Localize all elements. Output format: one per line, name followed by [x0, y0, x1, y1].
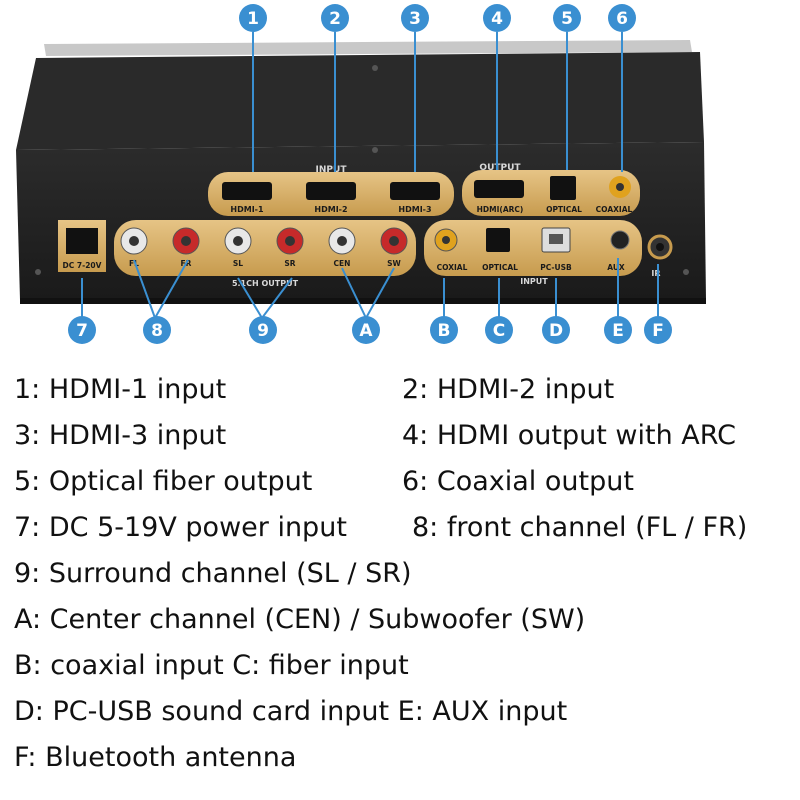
svg-text:6: 6: [616, 9, 628, 29]
svg-text:F: F: [652, 321, 664, 341]
device-diagram: INPUT HDMI-1 HDMI-2 HDMI-3 OUTPUT HDMI(A…: [16, 4, 706, 344]
coaxial-out-label: COAXIAL: [596, 205, 633, 214]
legend-item-5: 5: Optical fiber output: [14, 466, 313, 497]
legend-row-8: D: PC-USB sound card input E: AUX input: [14, 696, 800, 736]
legend-item-1: 1: HDMI-1 input: [14, 374, 227, 405]
svg-text:4: 4: [491, 9, 503, 29]
coaxial-in-port: [434, 228, 458, 252]
callout-7: 7: [68, 316, 96, 344]
output-panel: OUTPUT HDMI(ARC) OPTICAL COAXIAL: [462, 163, 640, 216]
aux-port: [610, 230, 630, 250]
svg-text:9: 9: [257, 321, 269, 341]
hdmi-2-label: HDMI-2: [314, 205, 347, 214]
callout-4: 4: [483, 4, 511, 32]
callout-6: 6: [608, 4, 636, 32]
legend-row-5: 9: Surround channel (SL / SR): [14, 558, 800, 598]
cen-label: CEN: [334, 259, 351, 268]
ir-label: IR: [651, 269, 660, 278]
callout-d: D: [542, 316, 570, 344]
callout-2: 2: [321, 4, 349, 32]
legend-row-2: 3: HDMI-3 input 4: HDMI output with ARC: [14, 420, 800, 460]
callouts-top: 1 2 3 4 5 6: [239, 4, 636, 32]
legend-item-b: B: coaxial input C: fiber input: [14, 650, 409, 681]
callout-c: C: [485, 316, 513, 344]
legend-item-a: A: Center channel (CEN) / Subwoofer (SW): [14, 604, 586, 635]
callout-1: 1: [239, 4, 267, 32]
svg-text:3: 3: [409, 9, 421, 29]
coxial-in-label: COXIAL: [437, 263, 468, 272]
legend-row-6: A: Center channel (CEN) / Subwoofer (SW): [14, 604, 800, 644]
analog-output-panel: FL FR SL SR CEN SW 5.1CH OUTPUT: [114, 220, 416, 288]
callout-lines: [81, 32, 659, 321]
callout-a: A: [352, 316, 380, 344]
rca-cen: [328, 227, 356, 255]
output-51-label: 5.1CH OUTPUT: [232, 279, 299, 288]
legend-item-8: 8: front channel (FL / FR): [412, 512, 748, 543]
sl-label: SL: [233, 259, 243, 268]
input-title: INPUT: [316, 165, 348, 175]
svg-text:B: B: [438, 321, 451, 341]
pcusb-label: PC-USB: [540, 263, 572, 272]
fl-label: FL: [129, 259, 139, 268]
hdmi-1-label: HDMI-1: [230, 205, 264, 214]
callout-9: 9: [249, 316, 277, 344]
legend-item-3: 3: HDMI-3 input: [14, 420, 227, 451]
hdmi-2-port: [306, 182, 356, 200]
dc-label: DC 7-20V: [63, 261, 102, 270]
hdmi-arc-label: HDMI(ARC): [477, 205, 524, 214]
optical-in-port: [486, 228, 510, 252]
rca-sl: [224, 227, 252, 255]
hdmi-1-port: [222, 182, 272, 200]
hdmi-3-port: [390, 182, 440, 200]
output-title: OUTPUT: [479, 163, 521, 173]
legend-row-3: 5: Optical fiber output 6: Coaxial outpu…: [14, 466, 800, 506]
dc-panel: DC 7-20V: [58, 220, 106, 272]
callout-f: F: [644, 316, 672, 344]
aux-label: AUX: [607, 263, 625, 272]
rca-fr: [172, 227, 200, 255]
optical-in-label: OPTICAL: [482, 263, 518, 272]
lower-input-panel: COXIAL OPTICAL PC-USB AUX INPUT: [424, 220, 642, 286]
legend-item-6: 6: Coaxial output: [402, 466, 634, 497]
legend-item-2: 2: HDMI-2 input: [402, 374, 615, 405]
ir-antenna: IR: [647, 234, 673, 278]
svg-text:5: 5: [561, 9, 573, 29]
dc-jack: [66, 228, 98, 254]
optical-out-label: OPTICAL: [546, 205, 582, 214]
legend-item-7: 7: DC 5-19V power input: [14, 512, 347, 543]
svg-text:1: 1: [247, 9, 259, 29]
svg-text:C: C: [493, 321, 505, 341]
svg-text:A: A: [359, 321, 373, 341]
svg-text:D: D: [549, 321, 563, 341]
legend-row-7: B: coaxial input C: fiber input: [14, 650, 800, 690]
callouts-bottom: 7 8 9 A B C D E F: [68, 316, 672, 344]
sw-label: SW: [387, 259, 401, 268]
callout-8: 8: [143, 316, 171, 344]
svg-text:2: 2: [329, 9, 341, 29]
svg-text:7: 7: [76, 321, 88, 341]
sr-label: SR: [284, 259, 295, 268]
svg-text:8: 8: [151, 321, 163, 341]
rca-sr: [276, 227, 304, 255]
optical-out-port: [550, 176, 576, 200]
legend-item-f: F: Bluetooth antenna: [14, 742, 297, 773]
input-lower-label: INPUT: [520, 277, 548, 286]
legend-row-9: F: Bluetooth antenna: [14, 742, 800, 782]
callout-e: E: [604, 316, 632, 344]
legend-item-d: D: PC-USB sound card input E: AUX input: [14, 696, 568, 727]
rca-fl: [120, 227, 148, 255]
legend-row-1: 1: HDMI-1 input 2: HDMI-2 input: [14, 374, 800, 414]
legend-item-9: 9: Surround channel (SL / SR): [14, 558, 412, 589]
callout-3: 3: [401, 4, 429, 32]
svg-text:E: E: [612, 321, 624, 341]
rca-sw: [380, 227, 408, 255]
callout-b: B: [430, 316, 458, 344]
hdmi-3-label: HDMI-3: [398, 205, 431, 214]
callout-5: 5: [553, 4, 581, 32]
hdmi-arc-port: [474, 180, 524, 198]
legend-row-4: 7: DC 5-19V power input 8: front channel…: [14, 512, 800, 552]
hdmi-input-panel: INPUT HDMI-1 HDMI-2 HDMI-3: [208, 165, 454, 216]
legend-item-4: 4: HDMI output with ARC: [402, 420, 737, 451]
